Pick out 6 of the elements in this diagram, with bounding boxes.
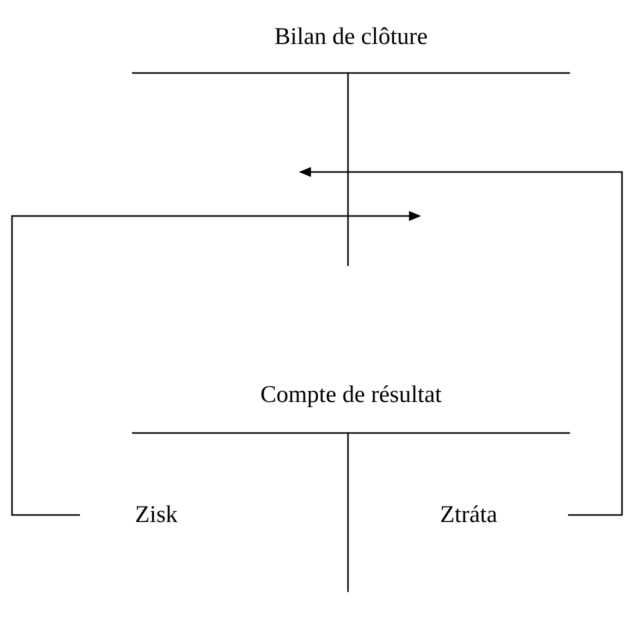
account-title: Bilan de clôture <box>273 23 429 52</box>
account-side-label: Zisk <box>135 500 178 530</box>
arrow <box>11 211 421 516</box>
account-title: Compte de résultat <box>259 381 443 410</box>
arrow <box>299 167 623 516</box>
account-side-label: Ztráta <box>440 500 498 530</box>
